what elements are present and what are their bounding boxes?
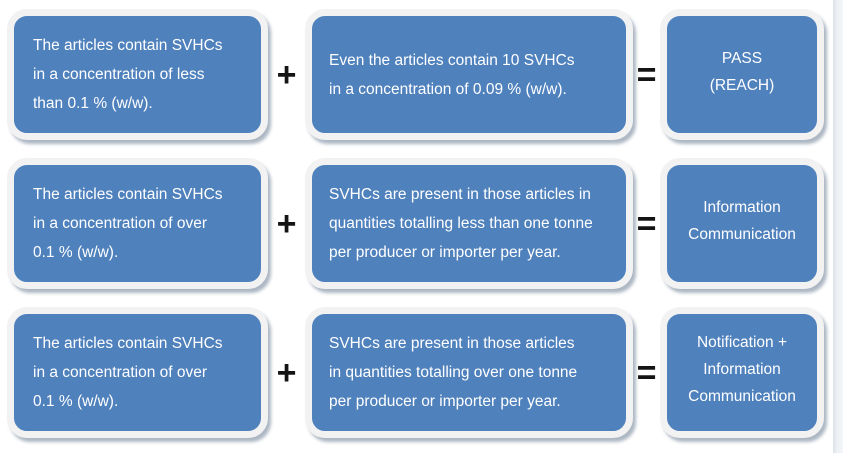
equals-icon-row1: = bbox=[636, 55, 657, 94]
quantity-condition-box-row3: SVHCs are present in those articles in q… bbox=[305, 307, 633, 438]
equals-icon-row3: = bbox=[636, 353, 657, 392]
equals-icon-row2: = bbox=[636, 204, 657, 243]
result-box-row1: PASS (REACH) bbox=[660, 9, 824, 140]
concentration-condition-box-row1: The articles contain SVHCs in a concentr… bbox=[7, 9, 268, 140]
result-box-row3: Notification + Information Communication bbox=[660, 307, 824, 438]
plus-icon-row2: + bbox=[276, 204, 297, 243]
plus-icon-row1: + bbox=[276, 55, 297, 94]
quantity-condition-box-row1: Even the articles contain 10 SVHCs in a … bbox=[305, 9, 633, 140]
concentration-condition-box-row3: The articles contain SVHCs in a concentr… bbox=[7, 307, 268, 438]
page-edge-strip bbox=[833, 0, 843, 453]
result-box-row2: Information Communication bbox=[660, 158, 824, 289]
concentration-condition-box-row2: The articles contain SVHCs in a concentr… bbox=[7, 158, 268, 289]
svhc-reach-diagram: The articles contain SVHCs in a concentr… bbox=[7, 9, 824, 438]
plus-icon-row3: + bbox=[276, 353, 297, 392]
quantity-condition-box-row2: SVHCs are present in those articles in q… bbox=[305, 158, 633, 289]
